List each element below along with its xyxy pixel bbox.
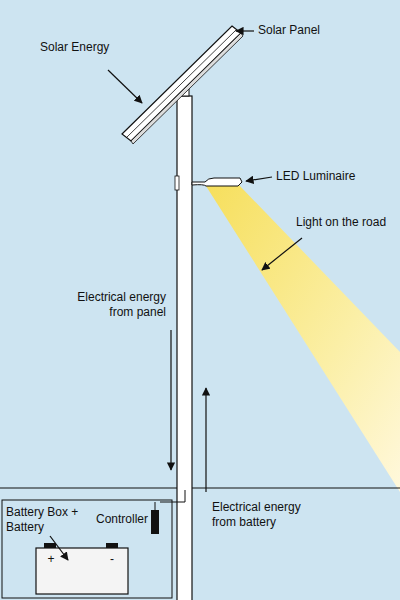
leader-arrow [236, 30, 254, 31]
battery [36, 548, 128, 594]
part-label: Controller [88, 512, 148, 527]
energy-flow-arrow [170, 330, 171, 470]
terminal-sign: + [44, 552, 58, 567]
part-label: Light on the road [296, 215, 400, 230]
leader-arrow [108, 70, 142, 103]
arm-bracket [175, 176, 179, 190]
part-label: Solar Energy [40, 40, 150, 55]
led-luminaire [192, 178, 242, 186]
conduit [160, 490, 185, 502]
flow-label: Electrical energy from battery [212, 500, 316, 530]
terminal-sign: - [105, 552, 119, 567]
part-label: LED Luminaire [276, 169, 386, 184]
controller-wire [155, 502, 156, 510]
leader-arrow [262, 238, 302, 270]
battery-terminal [106, 543, 118, 548]
solar-panel [122, 26, 241, 141]
energy-flow-arrow [205, 388, 206, 492]
pole [177, 96, 192, 600]
controller [151, 510, 159, 534]
battery-terminal [44, 543, 56, 548]
ground-line [0, 487, 400, 488]
solar-panel-frame [131, 33, 243, 144]
part-label: Solar Panel [258, 23, 378, 38]
light-beam [206, 184, 400, 492]
part-label: Battery Box + Battery [6, 505, 86, 535]
leader-arrow [246, 177, 272, 181]
battery-box [2, 500, 172, 598]
flow-label: Electrical energy from panel [62, 290, 166, 320]
solar-panel-edge [126, 30, 236, 138]
